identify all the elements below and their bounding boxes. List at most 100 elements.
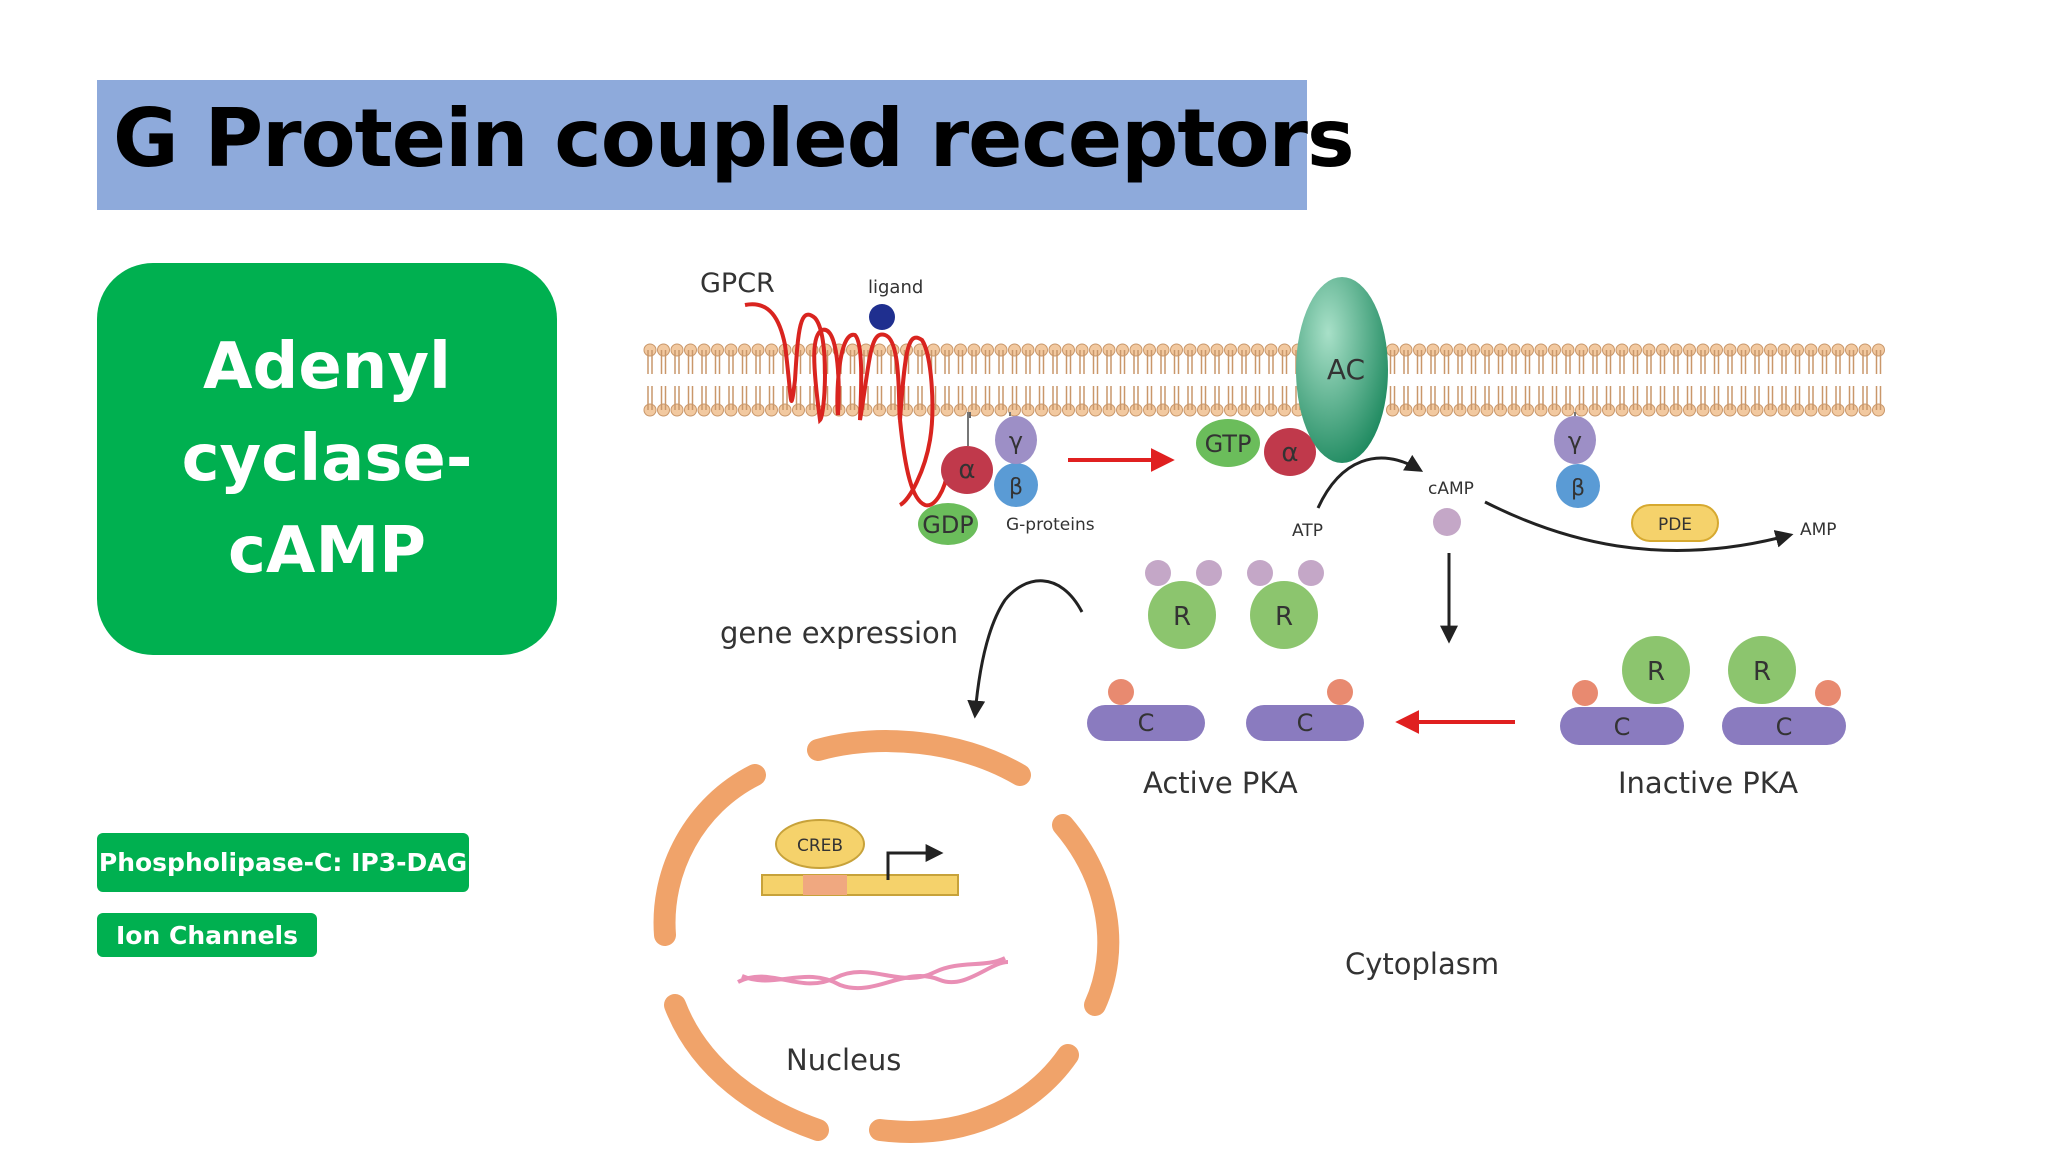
lipid-head — [1872, 343, 1885, 357]
lipid-head — [643, 343, 657, 357]
lipid-head — [751, 343, 765, 357]
lipid-head — [1669, 403, 1683, 417]
topic-box-adenyl-cyclase[interactable]: Adenyl cyclase- cAMP — [97, 263, 557, 655]
lipid-head — [1480, 343, 1494, 357]
lipid-head — [1575, 403, 1588, 417]
lipid-head — [1237, 343, 1251, 357]
lipid-head — [1804, 343, 1818, 357]
gpcr-receptor — [744, 302, 935, 507]
lipid-head — [643, 403, 657, 417]
lipid-head — [1048, 343, 1062, 357]
lipid-head — [1777, 403, 1791, 417]
lipid-head — [1561, 343, 1575, 357]
lipid-head — [1264, 403, 1278, 417]
lipid-head — [1750, 343, 1764, 357]
lipid-head — [1602, 403, 1615, 417]
lipid-head — [1183, 343, 1197, 357]
label-gpcr: GPCR — [700, 268, 775, 299]
camp-to-amp-arrow — [1484, 500, 1794, 552]
label-gene-expression: gene expression — [720, 616, 958, 650]
gpcr-receptor-tail — [898, 419, 950, 508]
lipid-head — [657, 403, 670, 417]
catalytic-subunit — [1722, 707, 1846, 745]
lipid-head — [1777, 343, 1791, 357]
cell-membrane — [643, 343, 1885, 417]
lipid-head — [954, 403, 967, 417]
lipid-head — [1737, 343, 1750, 357]
lipid-head — [1237, 403, 1251, 417]
lipid-head — [1737, 403, 1750, 417]
lipid-head — [1764, 403, 1777, 417]
lipid-head — [1008, 403, 1021, 417]
lipid-head — [873, 343, 886, 357]
lipid-head — [1521, 403, 1534, 417]
lipid-head — [1507, 343, 1521, 357]
lipid-head — [1858, 403, 1872, 417]
lipid-head — [1413, 343, 1426, 357]
alpha-subunit-active — [1264, 428, 1316, 476]
gdp-molecule — [918, 503, 978, 545]
label-pde: PDE — [1658, 515, 1692, 535]
lipid-head — [1197, 343, 1210, 357]
regulatory-subunit — [1622, 636, 1690, 704]
lipid-head — [1561, 403, 1575, 417]
lipid-head — [724, 403, 738, 417]
lipid-head — [684, 403, 697, 417]
creb-protein — [775, 819, 865, 869]
lipid-head — [1426, 403, 1440, 417]
lipid-head — [1696, 343, 1710, 357]
regulatory-subunit — [1728, 636, 1796, 704]
label-ac: AC — [1327, 353, 1365, 386]
lipid-head — [1224, 403, 1237, 417]
topic-pill-phospholipase[interactable]: Phospholipase-C: IP3-DAG — [97, 833, 469, 892]
label-beta-free: β — [1571, 476, 1585, 501]
lipid-head — [1021, 343, 1035, 357]
lipid-head — [1710, 343, 1723, 357]
lipid-head — [940, 343, 954, 357]
pde-enzyme — [1631, 504, 1719, 542]
lipid-head — [1750, 403, 1764, 417]
adenylyl-cyclase — [1296, 277, 1388, 463]
lipid-head — [1075, 343, 1089, 357]
lipid-head — [1035, 343, 1048, 357]
label-atp: ATP — [1292, 521, 1323, 541]
atp-to-camp-arrow — [1316, 454, 1424, 509]
lipid-head — [1656, 343, 1669, 357]
gamma-subunit — [995, 416, 1037, 464]
lipid-head — [846, 343, 859, 357]
lipid-head — [1872, 403, 1885, 417]
lipid-head — [711, 343, 724, 357]
ligand-dot — [869, 304, 895, 330]
label-cytoplasm: Cytoplasm — [1345, 947, 1499, 981]
lipid-head — [1723, 343, 1737, 357]
topic-pill-ion-channels[interactable]: Ion Channels — [97, 913, 317, 957]
lipid-head — [1818, 403, 1831, 417]
lipid-head — [738, 403, 751, 417]
mrna-strand — [737, 956, 1009, 991]
lipid-head — [724, 343, 738, 357]
lipid-head — [751, 403, 765, 417]
lipid-head — [873, 403, 886, 417]
active-pka — [1087, 560, 1364, 741]
lipid-head — [1210, 403, 1224, 417]
lipid-head — [1156, 343, 1170, 357]
lipid-head — [1143, 403, 1156, 417]
transcription-start-arrow — [886, 844, 944, 880]
label-c-inactive-2: C — [1776, 713, 1793, 741]
lipid-head — [1588, 343, 1602, 357]
gamma-subunit-free — [1554, 416, 1596, 464]
lipid-head — [792, 403, 805, 417]
lipid-head — [1845, 343, 1858, 357]
lipid-head — [1035, 403, 1048, 417]
lipid-head — [1683, 343, 1696, 357]
lipid-head — [778, 403, 792, 417]
lipid-head — [1831, 403, 1845, 417]
lipid-head — [670, 343, 684, 357]
lipid-head — [1278, 403, 1291, 417]
lipid-head — [670, 403, 684, 417]
lipid-head — [1683, 403, 1696, 417]
lipid-head — [1845, 403, 1858, 417]
label-camp: cAMP — [1428, 479, 1474, 499]
lipid-head — [1629, 343, 1642, 357]
catalytic-subunit — [1087, 705, 1205, 741]
